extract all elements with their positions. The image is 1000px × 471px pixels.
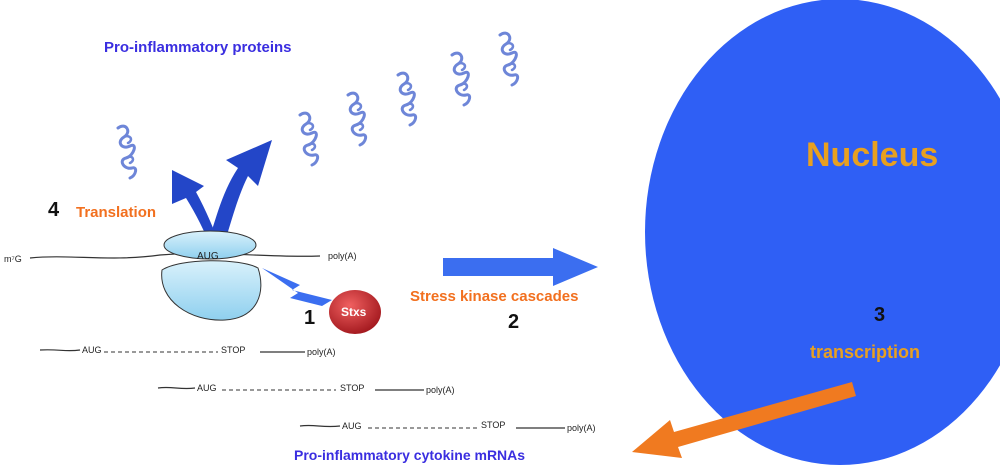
mrna-stop-codon: STOP — [481, 420, 506, 430]
step3-number: 3 — [874, 304, 886, 326]
transcription-arrow — [632, 382, 856, 458]
protein-coil-icon — [116, 124, 138, 180]
mrna-start-codon: AUG — [82, 345, 102, 355]
step1-number: 1 — [304, 307, 316, 329]
mrna-polya-tail: poly(A) — [567, 423, 596, 433]
transcription-label: transcription — [810, 342, 921, 362]
ribosome-polya-label: poly(A) — [328, 251, 357, 261]
stress-kinase-arrow — [443, 248, 598, 286]
mrna-polya-tail: poly(A) — [307, 347, 336, 357]
lightning-bolt-icon — [262, 268, 332, 306]
ribosome-start-codon: AUG — [197, 251, 219, 262]
mrna-strand — [299, 424, 341, 428]
stress-kinase-label: Stress kinase cascades — [410, 288, 579, 305]
ribosome-mrna-strand — [29, 252, 321, 259]
stxs-label: Stxs — [341, 305, 367, 319]
protein-coil-icon — [498, 31, 520, 87]
mrnas-title: Pro-inflammatory cytokine mRNAs — [294, 447, 526, 463]
translation-arrow-back — [172, 170, 222, 250]
translation-arrow — [205, 140, 272, 250]
nucleus-label: Nucleus — [806, 136, 939, 174]
mrna-strand — [39, 349, 81, 352]
ribosome-large-subunit — [161, 260, 262, 321]
nucleus-shape — [645, 0, 1000, 465]
proteins-title: Pro-inflammatory proteins — [104, 39, 292, 56]
mrna-strand — [157, 386, 196, 390]
mrna-stop-codon: STOP — [221, 345, 246, 355]
ribosome-small-subunit — [163, 230, 257, 260]
step4-number: 4 — [48, 199, 60, 221]
step2-number: 2 — [508, 311, 520, 333]
protein-coil-icon — [346, 91, 368, 147]
translation-label: Translation — [76, 204, 157, 221]
mrna-polya-tail: poly(A) — [426, 385, 455, 395]
stxs-toxin-shape — [329, 290, 381, 334]
protein-coil-icon — [450, 51, 472, 107]
protein-coil-icon — [298, 111, 320, 167]
mrna-start-codon: AUG — [342, 421, 362, 431]
mrna-stop-codon: STOP — [340, 383, 365, 393]
mrna-cap-label: m⁷G — [4, 254, 22, 264]
mrna-start-codon: AUG — [197, 383, 217, 393]
protein-coil-icon — [396, 71, 418, 127]
